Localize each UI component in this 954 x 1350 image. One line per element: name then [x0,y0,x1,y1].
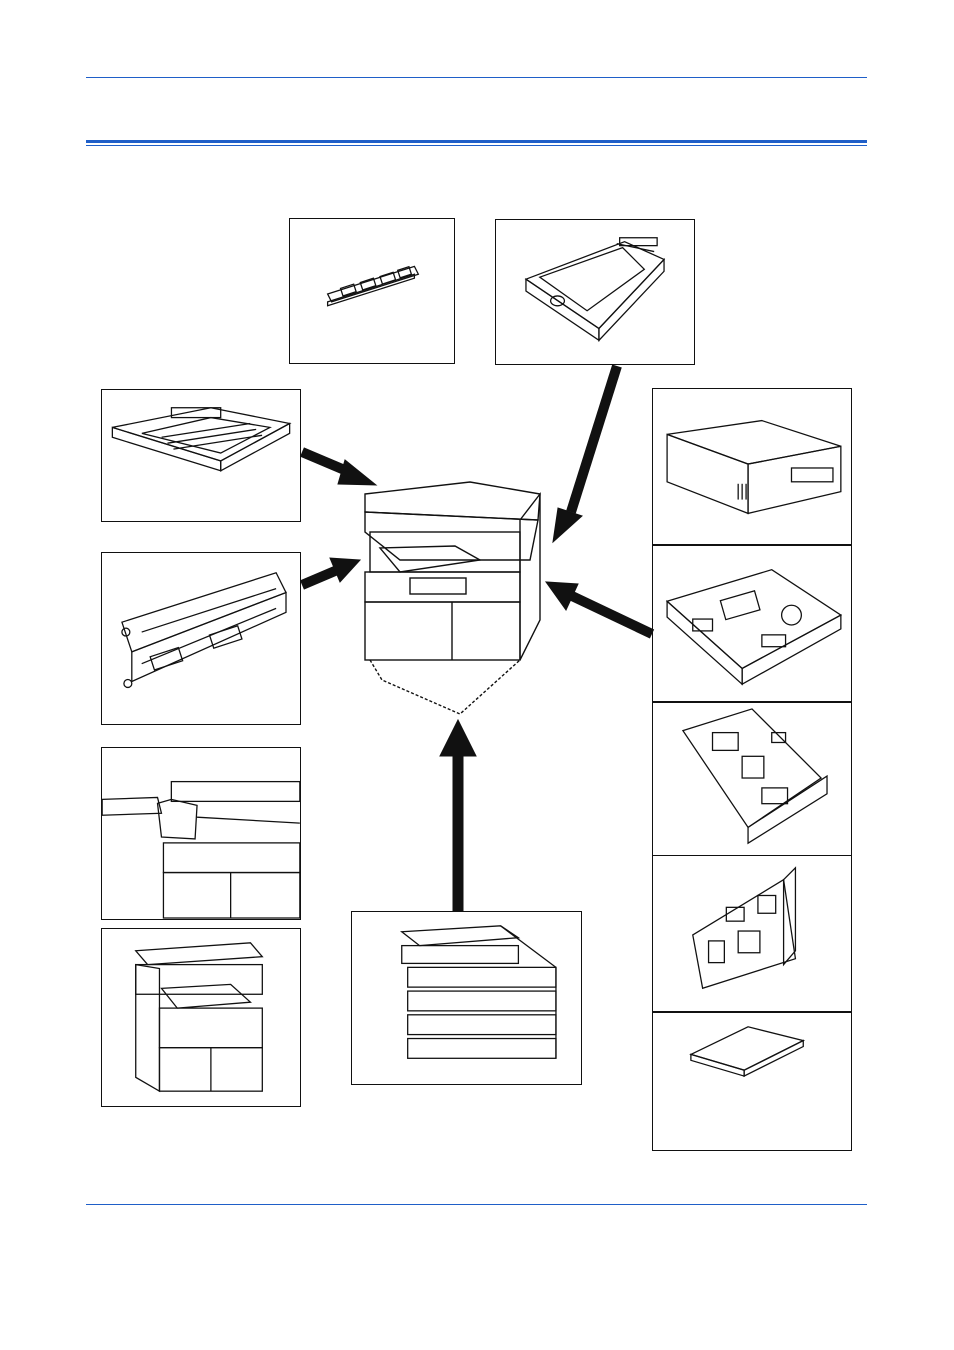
compact-flash-box [652,1012,852,1151]
duplex-unit-box [101,552,301,725]
printer-board-icon [665,568,843,686]
key-counter-box [652,388,852,545]
heading-rule-thin [86,145,867,146]
footer-rule [86,1204,867,1205]
network-interface-icon [681,708,828,845]
copier-main-unit [364,481,541,715]
compact-flash-icon [689,1026,806,1078]
printer-board-box [652,545,852,702]
finisher-icon [102,780,300,919]
arrow-head-duplex [329,557,362,583]
fax-copier-icon [134,942,264,1093]
fax-copier-box [101,928,301,1107]
network-interface-box [652,702,852,857]
paper-feeder-box [351,911,582,1085]
arrows [300,364,655,912]
expansion-board-box [652,855,852,1012]
arrow-head-paper-feeder [439,718,477,757]
arrow-head-document-processor [337,459,378,486]
paper-feeder-icon [400,925,557,1059]
expansion-board-icon [692,866,797,990]
document-processor-icon [111,407,292,472]
document-processor-box [101,389,301,522]
key-counter-icon [666,419,842,515]
arrow-head-hard-disk [552,507,583,544]
duplex-unit-icon [121,571,287,689]
heading-rule [86,140,867,143]
hard-disk-icon [524,237,666,342]
finisher-box [101,747,301,920]
memory-module-box [289,218,455,364]
hard-disk-box [495,219,695,365]
arrow-head-printer-board [544,581,579,611]
memory-module-icon [326,265,420,307]
header-rule [86,77,867,78]
